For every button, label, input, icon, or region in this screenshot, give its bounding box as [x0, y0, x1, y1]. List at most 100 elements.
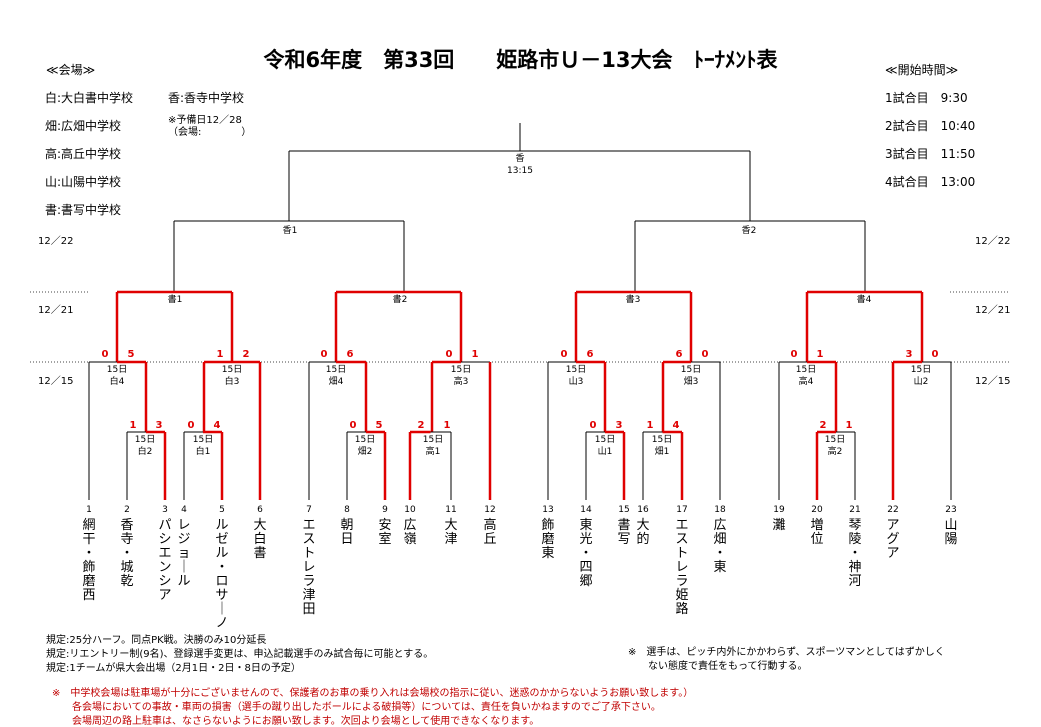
venue-item: 書:書写中学校 [45, 203, 122, 217]
times-heading: ≪開始時間≫ [885, 63, 959, 77]
score: 1 [216, 349, 224, 360]
venue-item: 畑:広畑中学校 [45, 119, 122, 133]
team-number: 10 [404, 505, 416, 515]
team-name: 大津 [444, 518, 458, 547]
r1-day: 15日 [354, 435, 376, 445]
r2-day: 15日 [325, 365, 347, 375]
score: 5 [127, 349, 135, 360]
warning-line: 各会場においての事故・車両の損害（選手の蹴り出したボールによる破損等）については… [52, 702, 661, 713]
team-number: 17 [676, 505, 688, 515]
reserve-date: ※予備日12／28 [168, 115, 242, 126]
quarter-label: 書4 [856, 295, 872, 305]
r2-code: 白4 [109, 377, 125, 387]
score: 6 [675, 349, 683, 360]
team-name: 灘 [772, 518, 786, 533]
team-name: 飾磨東 [541, 518, 555, 561]
score: 0 [445, 349, 453, 360]
team-number: 18 [714, 505, 726, 515]
r1-code: 高2 [827, 447, 843, 457]
r2-code: 山2 [913, 377, 929, 387]
team-name: 増位 [810, 518, 824, 547]
rule-line: 規定:25分ハーフ。同点PK戦。決勝のみ10分延長 [46, 635, 267, 646]
team-name: 広嶺 [403, 518, 417, 547]
team-name: 網干・飾磨西 [82, 518, 96, 603]
r2-code: 白3 [224, 377, 240, 387]
team-name: 高丘 [483, 518, 497, 547]
team-name: 大的 [636, 518, 650, 547]
score: 6 [346, 349, 354, 360]
r2-day: 15日 [106, 365, 128, 375]
venue-item: 白:大白書中学校 [45, 91, 134, 105]
semi-label: 香2 [741, 226, 757, 236]
page-title: 令和6年度 第33回 姫路市Ｕ－13大会 ﾄｰﾅﾒﾝﾄ表 [263, 48, 778, 72]
date-label-right: 12／21 [975, 305, 1011, 316]
quarter-label: 書3 [625, 295, 641, 305]
r2-day: 15日 [910, 365, 932, 375]
score: 3 [905, 349, 913, 360]
score: 0 [701, 349, 709, 360]
sportsmanship-line: ※ 選手は、ピッチ内外にかかわらず、スポーツマンとしてはずかしく [628, 647, 945, 658]
team-number: 8 [344, 505, 350, 515]
team-name: 山陽 [944, 518, 958, 547]
score: 0 [931, 349, 939, 360]
team-number: 16 [637, 505, 649, 515]
team-number: 19 [773, 505, 785, 515]
score: 1 [129, 420, 137, 431]
date-label-left: 12／21 [38, 305, 74, 316]
score: 1 [845, 420, 853, 431]
r2-code: 高3 [453, 377, 469, 387]
venue-item: 高:高丘中学校 [45, 147, 122, 161]
r1-day: 15日 [651, 435, 673, 445]
team-number: 1 [86, 505, 92, 515]
semi-label: 香1 [282, 226, 298, 236]
score: 0 [349, 420, 357, 431]
team-name: 琴陵・神河 [848, 518, 862, 589]
team-name: 東光・四郷 [579, 518, 593, 589]
reserve-venue: （会場: ） [168, 127, 252, 138]
team-name: 広畑・東 [713, 518, 727, 575]
warning-line: ※ 中学校会場は駐車場が十分にございませんので、保護者のお車の乗り入れは会場校の… [52, 688, 694, 699]
team-number: 6 [257, 505, 263, 515]
r1-day: 15日 [594, 435, 616, 445]
team-name: 朝日 [340, 518, 354, 547]
sportsmanship-line: ない態度で責任をもって行動する。 [628, 661, 808, 672]
score: 0 [589, 420, 597, 431]
r2-day: 15日 [795, 365, 817, 375]
score: 5 [375, 420, 383, 431]
r2-day: 15日 [565, 365, 587, 375]
r1-code: 白1 [195, 447, 211, 457]
team-name: 書写 [617, 518, 631, 547]
r1-code: 畑1 [654, 447, 670, 457]
score: 2 [242, 349, 250, 360]
r2-day: 15日 [450, 365, 472, 375]
quarter-label: 書2 [392, 295, 408, 305]
time-item: 2試合目 10:40 [885, 119, 976, 133]
score: 4 [213, 420, 221, 431]
team-name: 香寺・城乾 [120, 518, 134, 589]
team-number: 15 [618, 505, 630, 515]
r1-code: 高1 [425, 447, 441, 457]
r1-code: 山1 [597, 447, 613, 457]
score: 4 [672, 420, 680, 431]
venue-item: 山:山陽中学校 [45, 175, 122, 189]
score: 1 [443, 420, 451, 431]
score: 1 [471, 349, 479, 360]
team-number: 21 [849, 505, 861, 515]
score: 0 [320, 349, 328, 360]
team-number: 14 [580, 505, 592, 515]
score: 0 [790, 349, 798, 360]
score: 0 [187, 420, 195, 431]
time-item: 4試合目 13:00 [885, 175, 976, 189]
score: 3 [155, 420, 163, 431]
r2-code: 山3 [568, 377, 584, 387]
team-number: 20 [811, 505, 823, 515]
date-label-left: 12／15 [38, 376, 74, 387]
team-name: パシエンシア [158, 518, 172, 603]
quarter-label: 書1 [167, 295, 183, 305]
score: 1 [816, 349, 824, 360]
team-name: エストレラ津田 [302, 518, 316, 617]
r1-day: 15日 [422, 435, 444, 445]
r1-day: 15日 [134, 435, 156, 445]
score: 6 [586, 349, 594, 360]
